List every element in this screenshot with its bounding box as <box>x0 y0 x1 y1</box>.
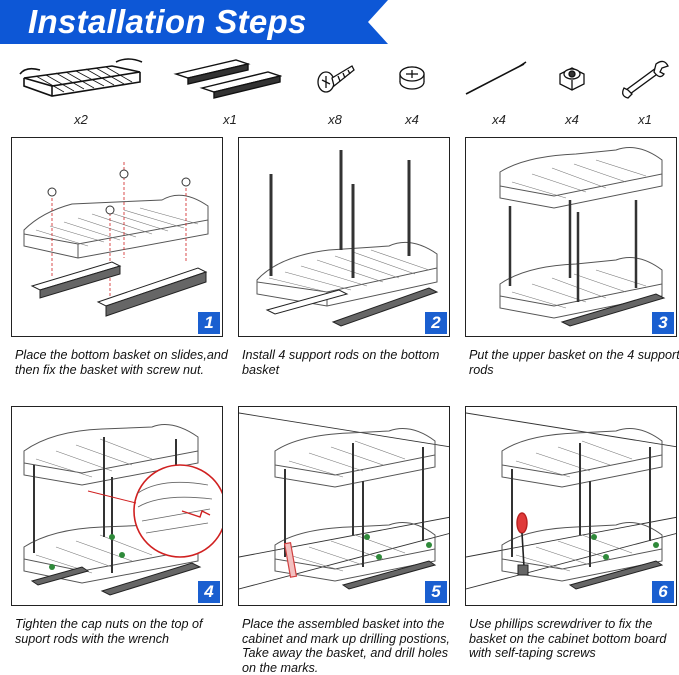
part-qty: x1 <box>638 112 652 127</box>
part-qty: x4 <box>565 112 579 127</box>
page-title: Installation Steps <box>28 3 307 40</box>
basket-icon <box>19 58 143 97</box>
cap-nut-icon <box>559 67 585 91</box>
tighten-cap-nuts-icon <box>23 424 222 596</box>
step-number-badge: 3 <box>652 312 674 334</box>
step-4-illustration: 4 <box>11 406 223 606</box>
support-rod-icon <box>465 61 527 95</box>
part-cap-nut: x4 <box>552 52 592 127</box>
banner-background <box>0 0 388 44</box>
step-5-illustration: 5 <box>238 406 450 606</box>
part-qty: x1 <box>223 112 237 127</box>
screw-nut-icon <box>399 66 425 90</box>
part-wrench: x1 <box>620 52 670 127</box>
step-number-badge: 5 <box>425 581 447 603</box>
part-qty: x2 <box>74 112 88 127</box>
parts-list: x2 x1 x8 <box>0 52 679 132</box>
part-screw: x8 <box>312 52 358 127</box>
step-5-caption: Place the assembled basket into the cabi… <box>242 617 450 675</box>
support-rods-on-basket-icon <box>256 150 439 327</box>
screw-icon <box>317 65 355 93</box>
fix-with-screwdriver-icon <box>466 412 676 590</box>
bottom-basket-on-slides-icon <box>23 162 209 317</box>
step-6-illustration: 6 <box>465 406 677 606</box>
part-support-rod: x4 <box>462 52 532 127</box>
part-qty: x8 <box>328 112 342 127</box>
step-number-badge: 1 <box>198 312 220 334</box>
part-qty: x4 <box>492 112 506 127</box>
step-2-illustration: 2 <box>238 137 450 337</box>
mark-drilling-positions-icon <box>239 412 449 590</box>
step-1-illustration: 1 <box>11 137 223 337</box>
step-3-illustration: 3 <box>465 137 677 337</box>
step-2-caption: Install 4 support rods on the bottom bas… <box>242 348 440 377</box>
step-number-badge: 2 <box>425 312 447 334</box>
part-slide-rail: x1 <box>172 52 282 127</box>
step-number-badge: 6 <box>652 581 674 603</box>
title-banner: Installation Steps <box>0 0 388 44</box>
part-basket: x2 <box>16 52 146 127</box>
part-qty: x4 <box>405 112 419 127</box>
step-4-caption: Tighten the cap nuts on the top of supor… <box>15 617 203 646</box>
step-3-caption: Put the upper basket on the 4 support ro… <box>469 348 679 377</box>
part-screw-nut: x4 <box>392 52 432 127</box>
wrench-icon <box>622 60 669 99</box>
upper-basket-on-rods-icon <box>499 147 666 327</box>
step-1-caption: Place the bottom basket on slides,and th… <box>15 348 228 377</box>
step-number-badge: 4 <box>198 581 220 603</box>
step-6-caption: Use phillips screwdriver to fix the bask… <box>469 617 667 660</box>
slide-rail-icon <box>173 59 282 99</box>
